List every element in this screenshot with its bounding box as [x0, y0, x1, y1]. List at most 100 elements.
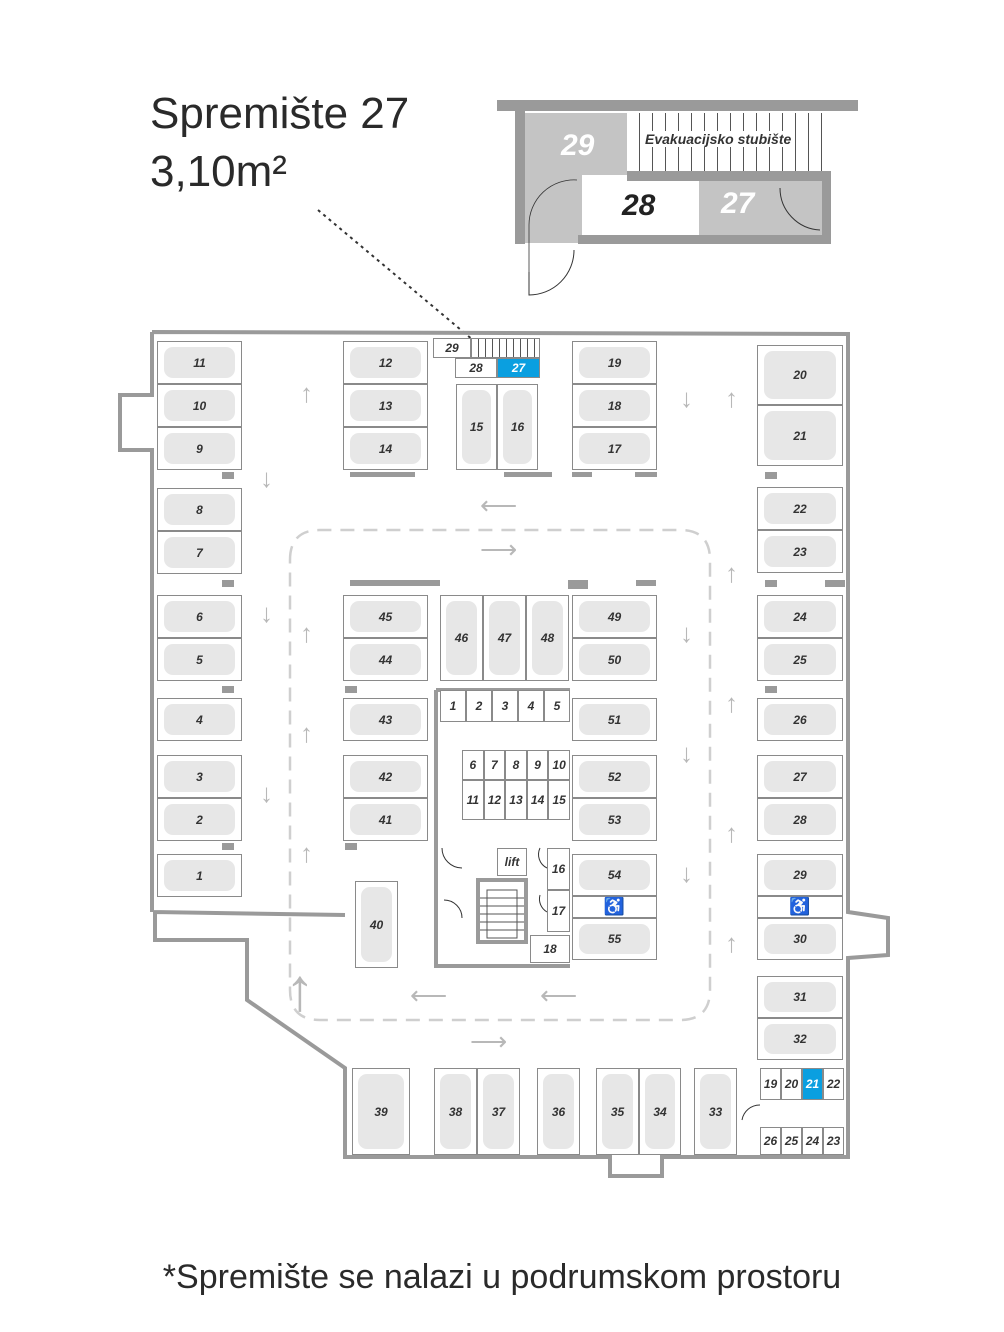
parking-space[interactable]: 12	[343, 341, 428, 384]
storage-unit[interactable]: 5	[544, 690, 570, 722]
parking-space[interactable]: 25	[757, 638, 843, 681]
storage-unit[interactable]: 12	[483, 780, 506, 820]
parking-space[interactable]: 51	[572, 698, 657, 741]
arrow-right-icon: ⟶	[480, 534, 518, 564]
parking-number: 8	[196, 502, 203, 517]
parking-space[interactable]: 14	[343, 427, 428, 470]
parking-space[interactable]: 48	[526, 595, 569, 681]
parking-space[interactable]: 21	[757, 405, 843, 466]
storage-unit[interactable]: 25	[781, 1127, 802, 1155]
storage-number: 17	[551, 904, 566, 918]
parking-space[interactable]: 2	[157, 798, 242, 841]
parking-space[interactable]: 50	[572, 638, 657, 681]
parking-space[interactable]: 7	[157, 531, 242, 574]
parking-space[interactable]: 33	[694, 1068, 737, 1155]
storage-unit-selected[interactable]: 21	[802, 1068, 823, 1100]
storage-unit[interactable]: 24	[802, 1127, 823, 1155]
storage-unit[interactable]: 19	[760, 1068, 781, 1100]
parking-space[interactable]: 5	[157, 638, 242, 681]
storage-unit[interactable]: 10	[548, 750, 570, 780]
parking-space[interactable]: 55	[572, 918, 657, 960]
storage-unit[interactable]: 13	[505, 780, 527, 820]
parking-space[interactable]: 35	[596, 1068, 639, 1155]
storage-unit[interactable]: 15	[548, 780, 570, 820]
lift[interactable]: lift	[497, 848, 527, 876]
storage-unit[interactable]: 2	[466, 690, 492, 722]
parking-space[interactable]: 8	[157, 488, 242, 531]
parking-space[interactable]: 13	[343, 384, 428, 427]
storage-unit[interactable]: 3	[492, 690, 518, 722]
storage-unit[interactable]: 28	[455, 358, 497, 378]
inset-room-28: 28	[582, 181, 699, 235]
car-outline-icon	[764, 982, 836, 1012]
parking-space[interactable]: 30	[757, 918, 843, 960]
car-outline-icon	[764, 761, 836, 792]
parking-number: 42	[378, 769, 393, 784]
storage-unit[interactable]: 20	[781, 1068, 802, 1100]
parking-space[interactable]: 19	[572, 341, 657, 384]
storage-unit[interactable]: 7	[483, 750, 506, 780]
parking-space[interactable]: 28	[757, 798, 843, 841]
parking-space[interactable]: 34	[639, 1068, 681, 1155]
storage-unit[interactable]: 23	[823, 1127, 844, 1155]
parking-space[interactable]: 54	[572, 854, 657, 896]
parking-space[interactable]: 53	[572, 798, 657, 841]
storage-unit[interactable]: 22	[823, 1068, 844, 1100]
storage-unit[interactable]: 1	[440, 690, 466, 722]
parking-space[interactable]: 11	[157, 341, 242, 384]
parking-space[interactable]: 52	[572, 755, 657, 798]
parking-space[interactable]: 38	[434, 1068, 477, 1155]
parking-space[interactable]: 6	[157, 595, 242, 638]
storage-number: 7	[491, 758, 498, 772]
storage-unit[interactable]: 6	[462, 750, 484, 780]
storage-unit[interactable]: 26	[760, 1127, 781, 1155]
storage-unit[interactable]: 29	[433, 338, 471, 358]
parking-space[interactable]: 15	[456, 384, 497, 470]
parking-space[interactable]: 16	[497, 384, 538, 470]
parking-space[interactable]: 9	[157, 427, 242, 470]
parking-space[interactable]: 46	[440, 595, 483, 681]
parking-space[interactable]: 23	[757, 530, 843, 573]
storage-unit[interactable]: 16	[547, 848, 570, 890]
parking-space[interactable]: 29	[757, 854, 843, 896]
parking-space[interactable]: 39	[352, 1068, 410, 1155]
parking-space[interactable]: 24	[757, 595, 843, 638]
parking-space[interactable]: 17	[572, 427, 657, 470]
wheelchair-icon: ♿	[757, 896, 843, 918]
parking-space[interactable]: 45	[343, 595, 428, 638]
storage-unit[interactable]: 9	[526, 750, 549, 780]
parking-space[interactable]: 49	[572, 595, 657, 638]
parking-space[interactable]: 40	[355, 881, 398, 968]
parking-space[interactable]: 42	[343, 755, 428, 798]
storage-number: lift	[504, 855, 520, 869]
storage-unit[interactable]: 8	[505, 750, 527, 780]
arrow-up-icon: ↑	[300, 378, 313, 408]
parking-space[interactable]: 31	[757, 976, 843, 1018]
storage-unit[interactable]: 14	[526, 780, 549, 820]
parking-space[interactable]: 22	[757, 487, 843, 530]
parking-space[interactable]: 18	[572, 384, 657, 427]
parking-space[interactable]: 47	[483, 595, 526, 681]
storage-unit[interactable]: 4	[518, 690, 544, 722]
parking-space[interactable]: 27	[757, 755, 843, 798]
parking-space[interactable]: 36	[537, 1068, 580, 1155]
car-outline-icon	[579, 433, 650, 464]
storage-unit[interactable]: 11	[462, 780, 484, 820]
storage-unit-selected[interactable]: 27	[497, 358, 540, 378]
parking-space[interactable]: 1	[157, 854, 242, 897]
parking-space[interactable]: 43	[343, 698, 428, 741]
parking-space[interactable]: 3	[157, 755, 242, 798]
storage-unit[interactable]: 18	[530, 935, 570, 963]
storage-unit[interactable]: 17	[547, 890, 570, 932]
parking-space[interactable]: 4	[157, 698, 242, 741]
car-outline-icon	[579, 860, 650, 890]
parking-space[interactable]: 26	[757, 698, 843, 741]
storage-number: 28	[469, 361, 483, 375]
parking-space[interactable]: 41	[343, 798, 428, 841]
parking-space[interactable]: 10	[157, 384, 242, 427]
parking-space[interactable]: 44	[343, 638, 428, 681]
arrow-up-icon: ↑	[300, 618, 313, 648]
parking-space[interactable]: 32	[757, 1018, 843, 1060]
parking-space[interactable]: 37	[477, 1068, 520, 1155]
parking-space[interactable]: 20	[757, 345, 843, 405]
